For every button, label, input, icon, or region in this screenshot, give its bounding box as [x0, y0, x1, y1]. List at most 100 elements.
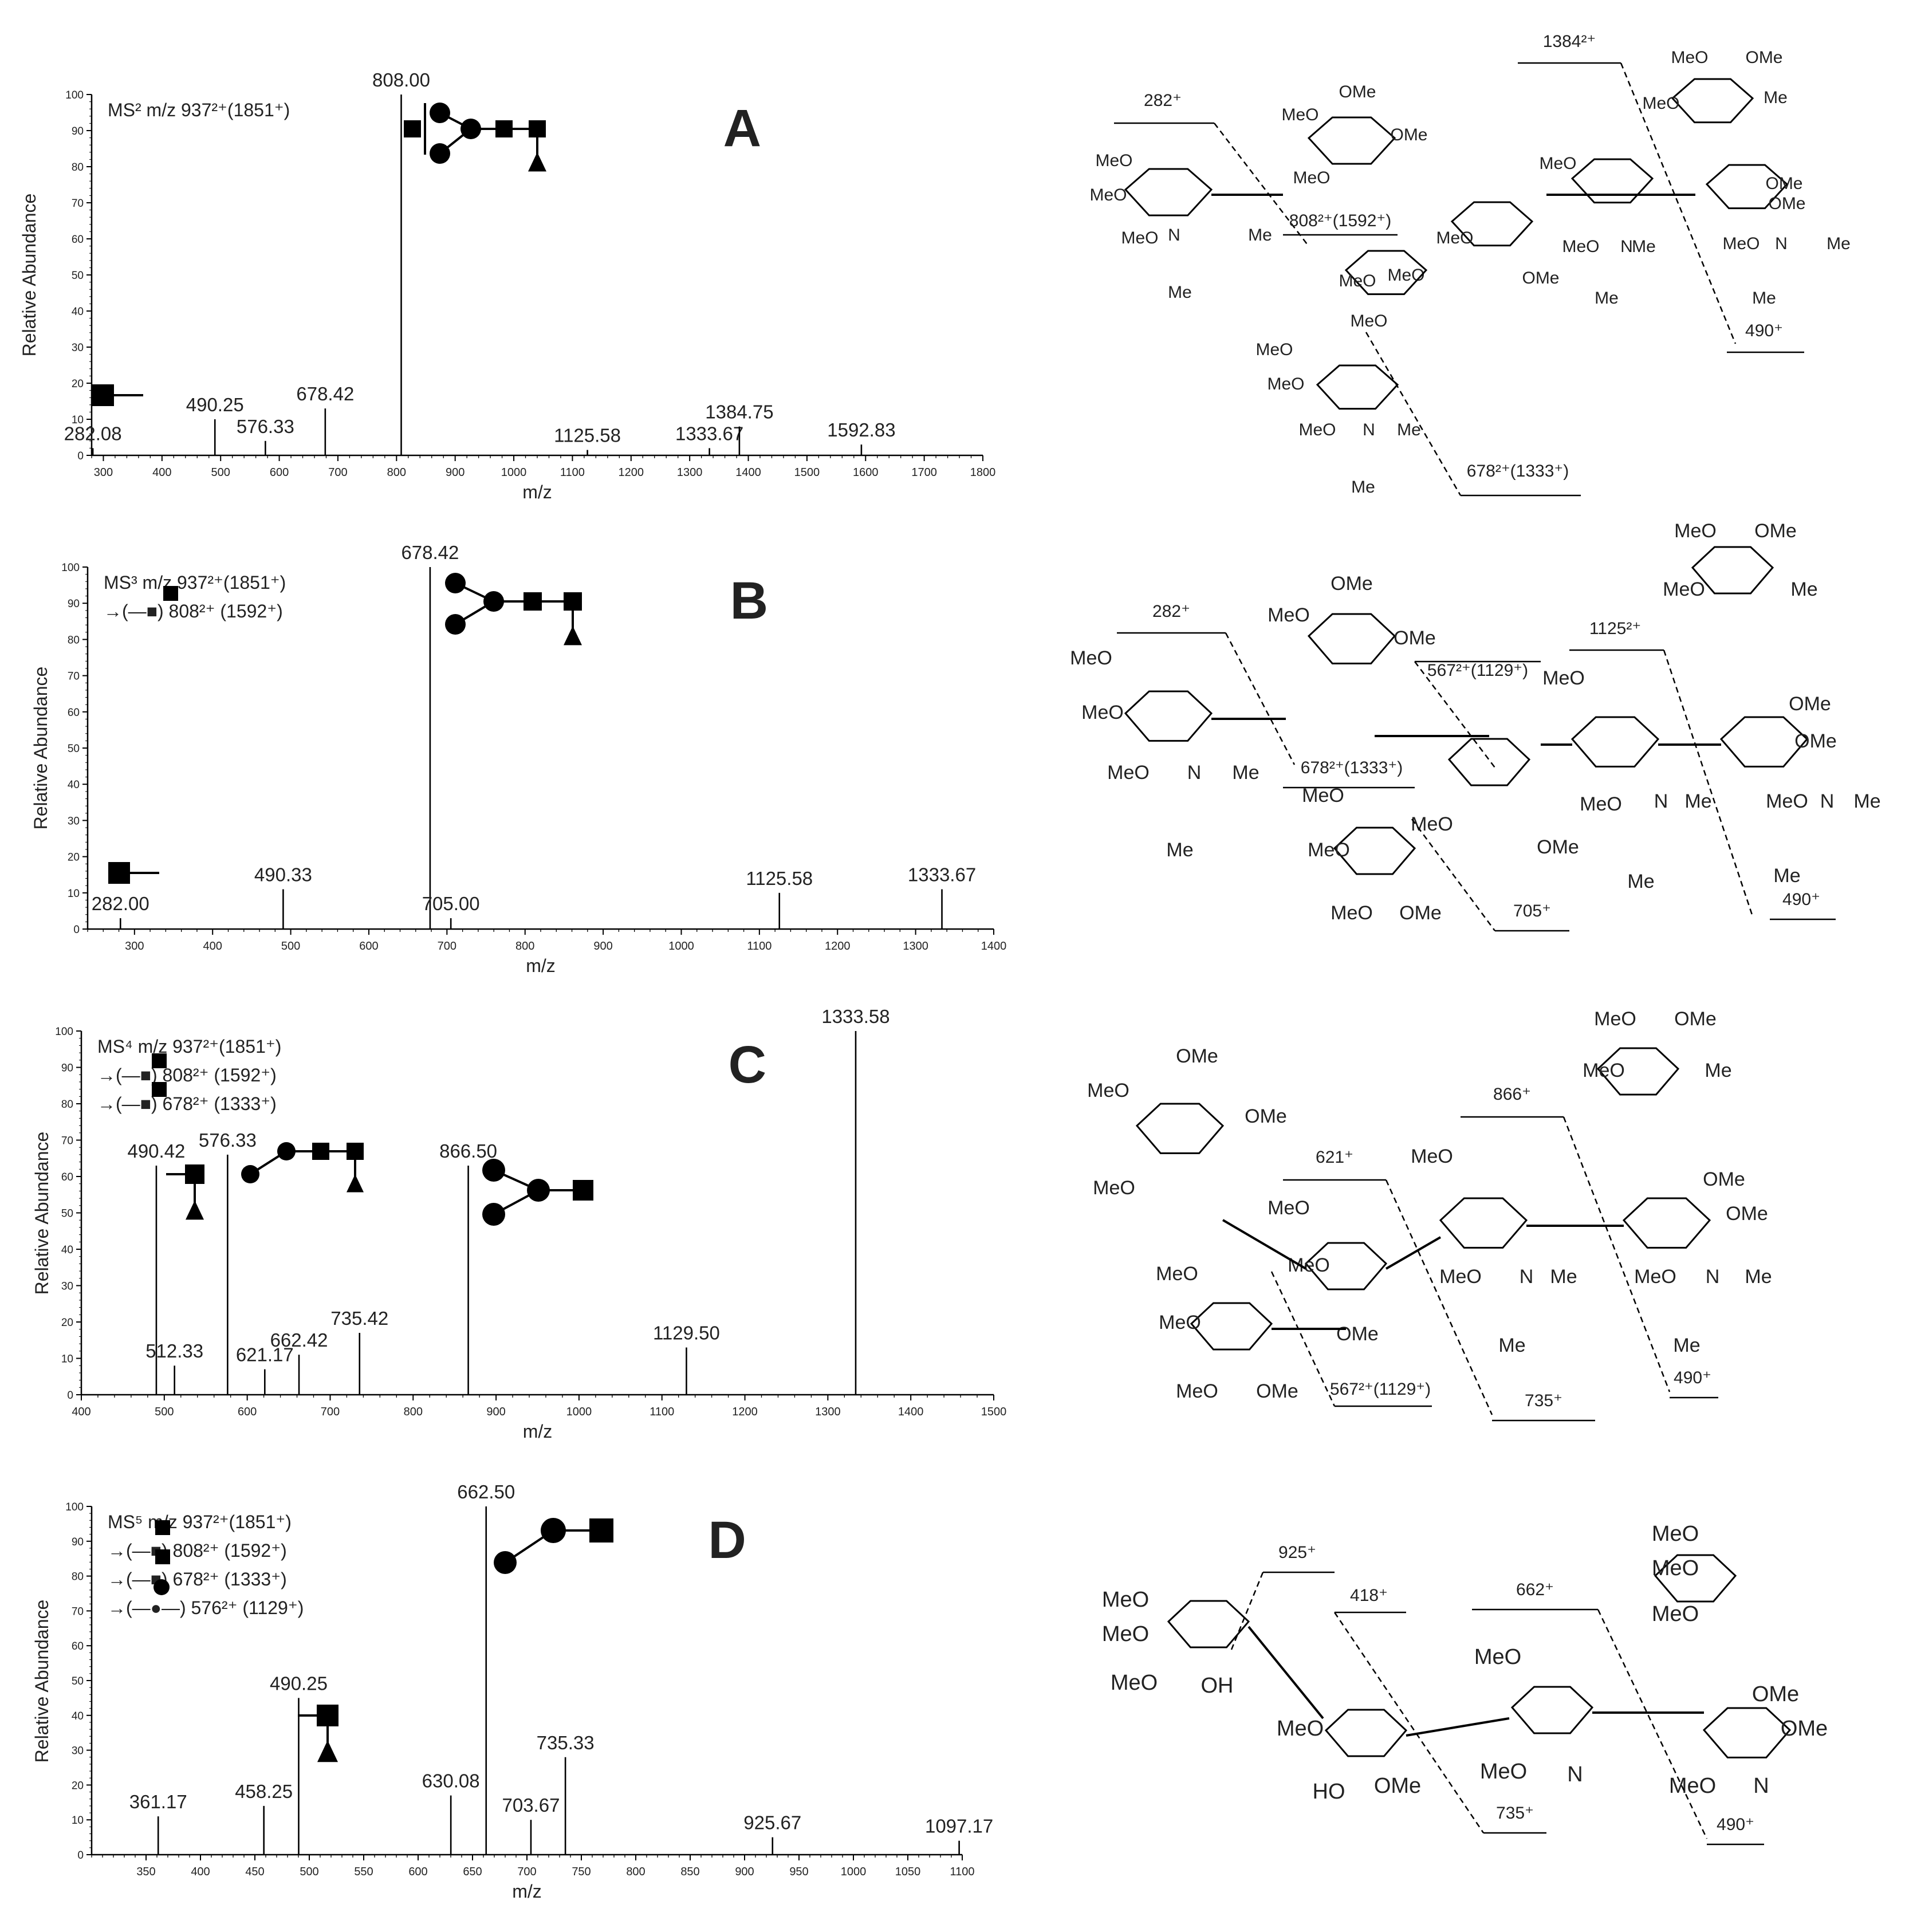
fucose-triangle-icon: [186, 1200, 204, 1220]
atom-label: Me: [1773, 865, 1800, 887]
atom-label: Me: [1232, 762, 1259, 784]
peak-label: 361.17: [129, 1791, 187, 1812]
atom-label: N: [1567, 1762, 1583, 1787]
atom-label: MeO: [1308, 839, 1350, 861]
x-tick-label: 1500: [794, 466, 820, 479]
y-tick-label: 70: [72, 198, 84, 210]
atom-label: MeO: [1350, 312, 1387, 330]
y-tick-label: 10: [61, 1353, 73, 1366]
atom-label: MeO: [1480, 1760, 1527, 1784]
y-tick-label: 20: [72, 378, 84, 390]
atom-label: MeO: [1387, 266, 1424, 285]
x-tick-label: 650: [463, 1866, 482, 1878]
peak-label: 458.25: [235, 1781, 293, 1802]
x-tick-label: 350: [136, 1866, 155, 1878]
atom-label: OMe: [1522, 269, 1559, 288]
peak-label: 576.33: [199, 1130, 257, 1151]
y-tick-label: 100: [55, 1026, 73, 1038]
atom-label: N: [1753, 1774, 1769, 1798]
atom-label: MeO: [1669, 1774, 1716, 1798]
fucose-triangle-icon: [347, 1174, 364, 1193]
atom-label: MeO: [1722, 234, 1760, 253]
y-tick-label: 0: [77, 450, 84, 462]
atom-label: MeO: [1268, 1197, 1310, 1219]
x-tick-label: 800: [515, 940, 534, 953]
atom-label: OMe: [1390, 125, 1427, 144]
atom-label: OMe: [1768, 194, 1805, 213]
atom-label: OMe: [1789, 693, 1831, 715]
peak-label: 282.00: [92, 893, 149, 914]
hexnac-square-icon: [155, 1520, 170, 1535]
hexnac-square-icon: [155, 1549, 170, 1564]
peak-label: 490.25: [270, 1673, 328, 1694]
cleavage-line: [1411, 819, 1496, 931]
bond-line: [1247, 1626, 1324, 1719]
atom-label: MeO: [1277, 1717, 1324, 1741]
hexnac-square-icon: [312, 1143, 329, 1160]
atom-label: MeO: [1411, 1146, 1453, 1167]
x-tick-label: 1400: [898, 1406, 924, 1418]
atom-label: OMe: [1331, 573, 1373, 595]
y-tick-label: 40: [72, 1710, 84, 1722]
y-tick-label: 30: [72, 1745, 84, 1757]
x-tick-label: 1300: [903, 940, 928, 953]
fragment-label: 735⁺: [1496, 1804, 1534, 1823]
peak-label: 808.00: [372, 69, 430, 90]
atom-label: MeO: [1093, 1177, 1135, 1199]
sugar-ring: [1719, 716, 1809, 768]
y-tick-label: 30: [72, 342, 84, 354]
atom-label: Me: [1827, 234, 1851, 253]
fragment-label: 678²⁺(1333⁺): [1301, 758, 1403, 777]
x-tick-label: 500: [300, 1866, 318, 1878]
atom-label: Me: [1853, 790, 1880, 812]
atom-label: Me: [1632, 237, 1656, 256]
atom-label: MeO: [1267, 375, 1304, 394]
atom-label: OMe: [1703, 1168, 1745, 1190]
atom-label: OMe: [1374, 1774, 1421, 1798]
y-tick-label: 90: [72, 125, 84, 137]
y-tick-label: 0: [77, 1850, 84, 1862]
peak-label: 490.33: [254, 864, 312, 885]
ms-header-line: →(—■) 808²⁺ (1592⁺): [97, 1065, 277, 1085]
y-tick-label: 50: [61, 1208, 73, 1220]
x-tick-label: 1400: [981, 940, 1007, 953]
x-tick-label: 500: [281, 940, 300, 953]
y-tick-label: 0: [67, 1390, 73, 1402]
hexnac-square-icon: [92, 384, 114, 406]
sugar-ring: [1439, 1197, 1528, 1249]
atom-label: MeO: [1562, 237, 1599, 256]
atom-label: MeO: [1411, 813, 1453, 835]
atom-label: MeO: [1331, 902, 1373, 924]
atom-label: Me: [1498, 1335, 1525, 1356]
atom-label: MeO: [1302, 785, 1344, 806]
y-tick-label: 20: [72, 1780, 84, 1792]
x-tick-label: 300: [94, 466, 113, 479]
x-tick-label: 1200: [825, 940, 851, 953]
x-tick-label: 800: [387, 466, 406, 479]
x-tick-label: 900: [486, 1406, 505, 1418]
fragment-label: 490⁺: [1717, 1815, 1754, 1834]
panel-letter: A: [723, 99, 761, 158]
sugar-ring: [1307, 116, 1396, 165]
fragment-label: 490⁺: [1674, 1368, 1711, 1387]
bond-line: [1222, 1219, 1307, 1270]
atom-label: OH: [1201, 1674, 1234, 1698]
y-tick-label: 60: [61, 1171, 73, 1183]
x-axis-title: m/z: [522, 482, 552, 502]
y-axis-title: Relative Abundance: [32, 1600, 52, 1763]
hexnac-square-icon: [404, 120, 421, 137]
peak-label: 621.17: [236, 1344, 294, 1366]
atom-label: MeO: [1102, 1622, 1149, 1646]
y-tick-label: 40: [72, 306, 84, 318]
cleavage-line: [1365, 332, 1462, 496]
y-tick-label: 30: [61, 1281, 73, 1293]
sugar-ring: [1447, 738, 1531, 786]
atom-label: MeO: [1111, 1671, 1158, 1695]
atom-label: MeO: [1107, 762, 1150, 784]
peak-label: 866.50: [439, 1140, 497, 1162]
atom-label: MeO: [1159, 1312, 1201, 1333]
hexnac-square-icon: [163, 586, 178, 601]
sugar-ring: [1167, 1600, 1250, 1648]
